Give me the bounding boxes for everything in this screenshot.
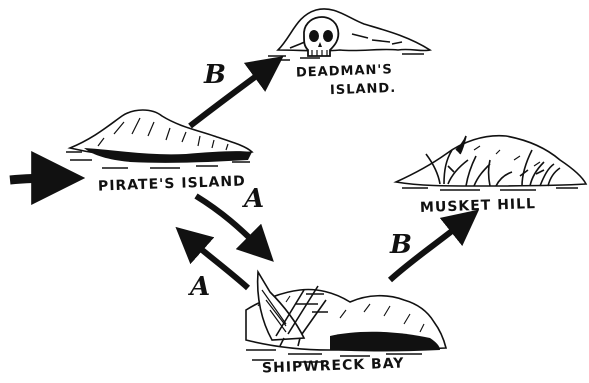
label-deadmans-island-line2: ISLAND. [330,81,397,98]
pirates-island-landform [66,110,252,168]
route-label-pirates-to-shipwreck: A [244,184,264,214]
musket-hill-landform [396,136,586,190]
entry-arrow [10,178,60,180]
route-label-shipwreck-to-pirates: A [190,272,210,302]
arrow-pirates-to-deadman [190,66,270,126]
deadmans-island-landform [268,9,430,60]
route-label-pirates-to-deadman: B [204,60,226,90]
route-label-shipwreck-to-musket: B [390,230,412,260]
